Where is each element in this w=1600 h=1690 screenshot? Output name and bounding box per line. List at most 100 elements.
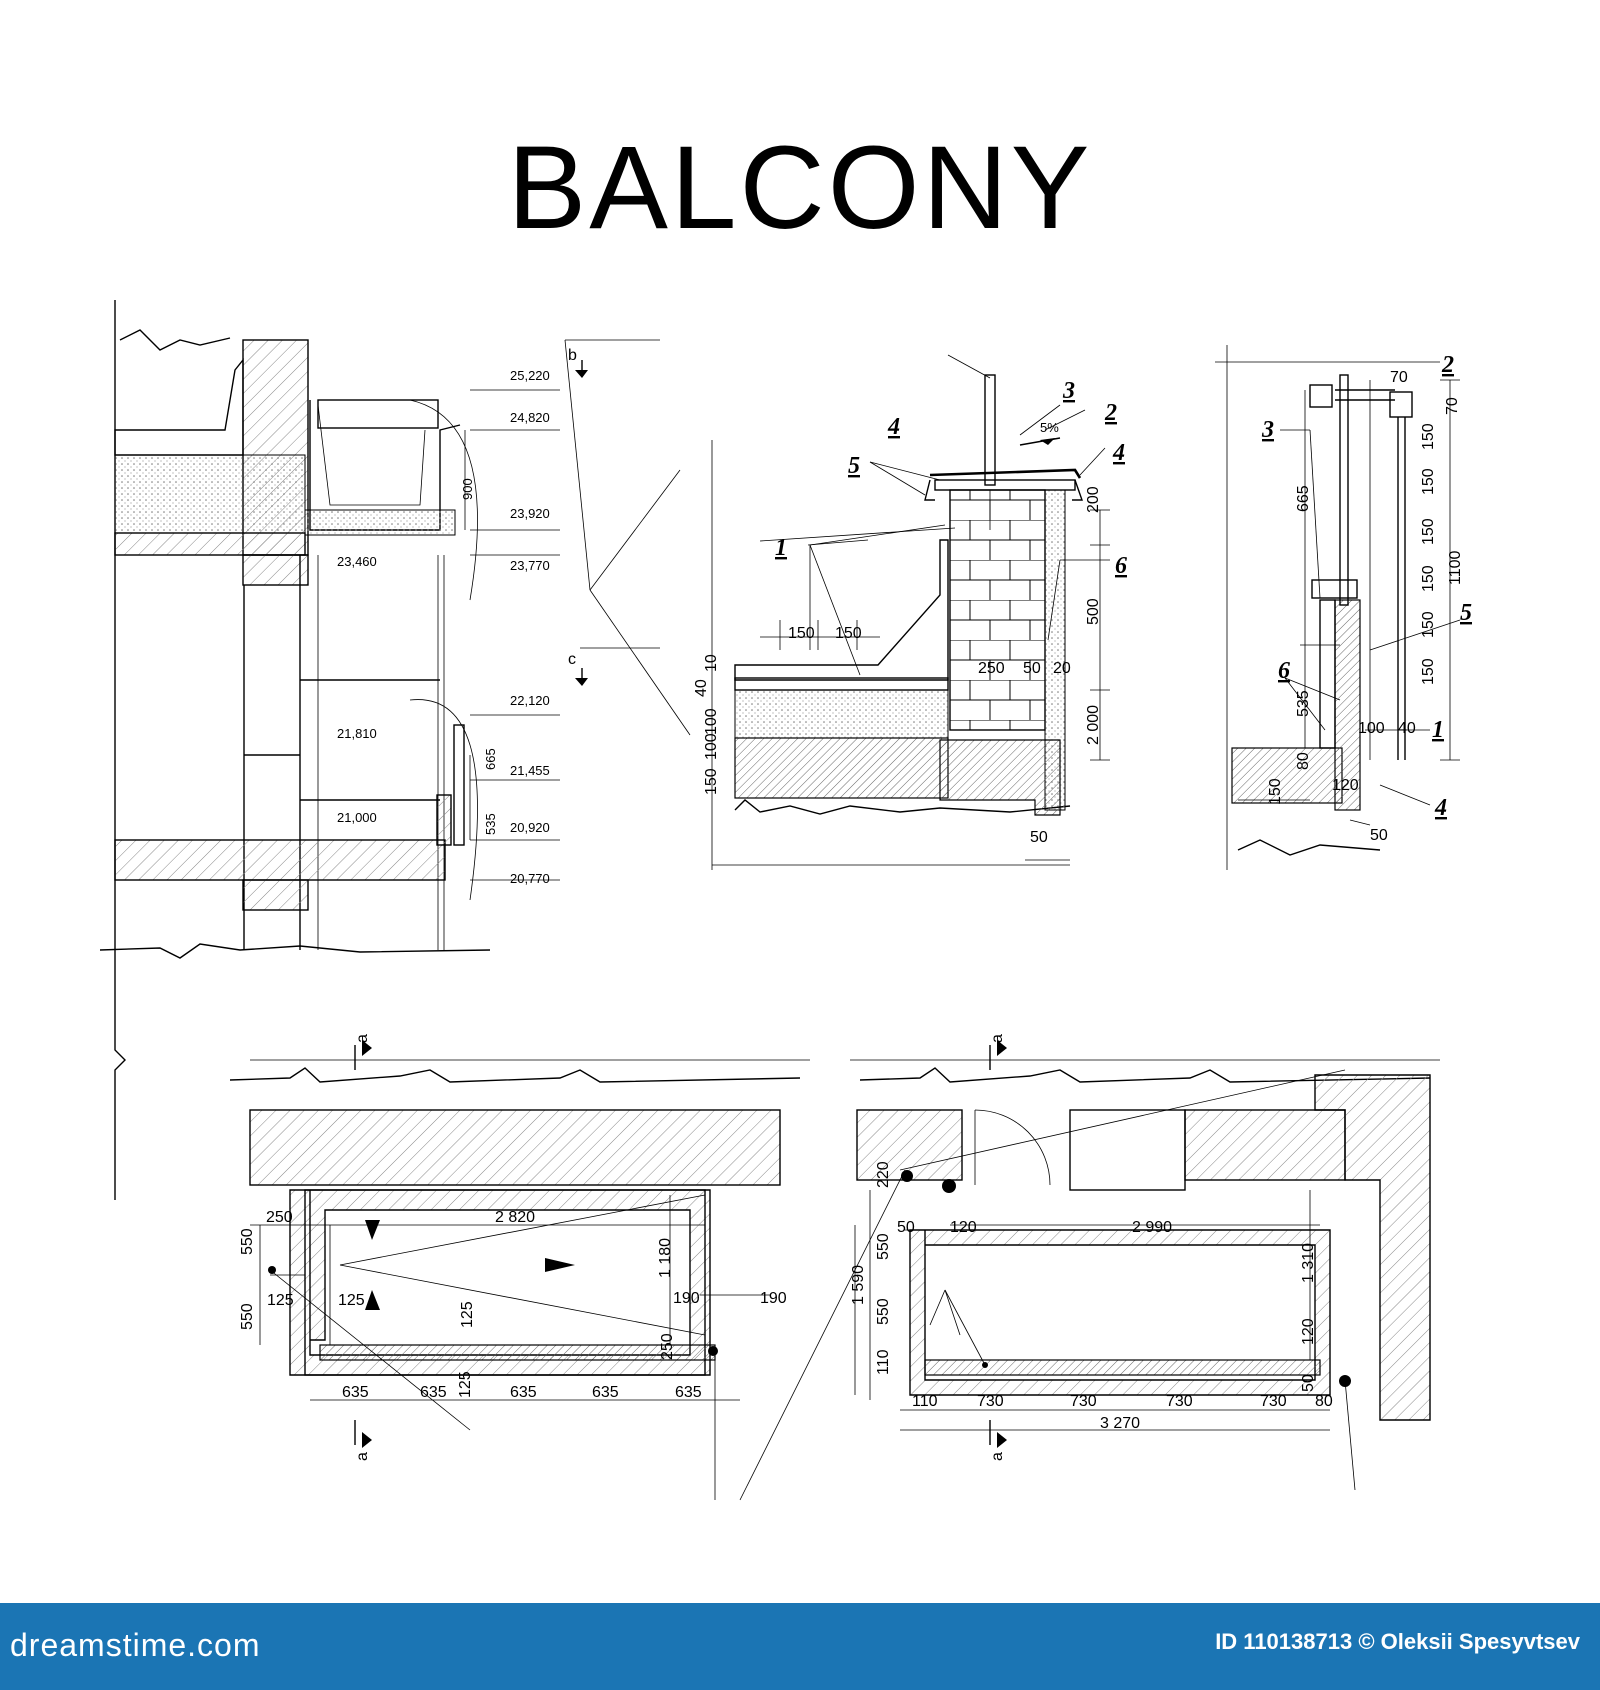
dimension-label: 535 bbox=[1295, 690, 1312, 717]
elevation-label: 25,220 bbox=[510, 368, 550, 383]
dimension-label: 150 bbox=[1267, 778, 1284, 805]
callout-5: 5 bbox=[1460, 600, 1472, 626]
dimension-label: 1 180 bbox=[657, 1238, 674, 1278]
dimension-label: 150 bbox=[703, 768, 720, 795]
dimension-label: 550 bbox=[875, 1233, 892, 1260]
dimension-label: 150 bbox=[1420, 468, 1437, 495]
elevation-label: 23,770 bbox=[510, 558, 550, 573]
dimension-label: 110 bbox=[912, 1393, 938, 1410]
dimension-label: 250 bbox=[978, 660, 1005, 677]
dimension-label: 70 bbox=[1390, 369, 1408, 386]
dimension-label: 635 bbox=[510, 1384, 537, 1401]
dreamstime-logo[interactable]: dreamstime.com bbox=[10, 1627, 261, 1663]
dimension-label: 20 bbox=[1053, 660, 1071, 677]
callout-5: 5 bbox=[848, 453, 860, 479]
dimension-label: 220 bbox=[875, 1161, 892, 1188]
dimension-label: 125 bbox=[267, 1292, 294, 1309]
dimension-label: 125 bbox=[459, 1301, 476, 1328]
dimension-label: 190 bbox=[673, 1290, 700, 1307]
drawing-title: BALCONY bbox=[507, 122, 1093, 254]
plan-view-right: a a 220 50 120 2 990 1 310 550 550 1 590… bbox=[739, 1034, 1440, 1501]
section-mark-c: c bbox=[568, 651, 576, 668]
section-mark-a: a bbox=[989, 1034, 1006, 1043]
dimension-label: 550 bbox=[875, 1298, 892, 1325]
dimension-label: 2 820 bbox=[495, 1209, 535, 1226]
dimension-label: 80 bbox=[1295, 752, 1312, 770]
dimension-label: 100 bbox=[1358, 720, 1385, 737]
section-mark-a: a bbox=[354, 1034, 371, 1043]
dimension-label: 635 bbox=[342, 1384, 369, 1401]
dimension-label: 1 310 bbox=[1300, 1243, 1317, 1283]
dimension-label: 665 bbox=[1295, 485, 1312, 512]
section-view: b c 25,220 24,820 23,920 23,770 23,460 2… bbox=[99, 300, 691, 1200]
dimension-label: 120 bbox=[1332, 777, 1359, 794]
callout-6: 6 bbox=[1278, 658, 1290, 684]
dimension-label: 50 bbox=[897, 1219, 915, 1236]
dimension-label: 80 bbox=[1315, 1393, 1333, 1410]
elevation-label: 21,455 bbox=[510, 763, 550, 778]
dimension-label: 100 bbox=[703, 733, 720, 760]
callout-2: 2 bbox=[1441, 352, 1454, 378]
dimension-label: 125 bbox=[457, 1371, 474, 1398]
dimension-label: 150 bbox=[1420, 565, 1437, 592]
dimension-label: 730 bbox=[1260, 1393, 1287, 1410]
elevation-label: 21,000 bbox=[337, 810, 377, 825]
dimension-label: 110 bbox=[875, 1349, 892, 1375]
dimension-label: 125 bbox=[338, 1292, 365, 1309]
callout-4: 4 bbox=[1112, 440, 1125, 466]
dimension-label: 150 bbox=[835, 625, 862, 642]
dimension-label: 100 bbox=[703, 708, 720, 735]
callout-1: 1 bbox=[1432, 717, 1444, 743]
dimension-label: 1 590 bbox=[850, 1265, 867, 1305]
dimension-label: 500 bbox=[1085, 598, 1102, 625]
dimension-label: 550 bbox=[239, 1303, 256, 1330]
dimension-label: 120 bbox=[1300, 1318, 1317, 1345]
dimension-label: 535 bbox=[483, 813, 498, 835]
dimension-label: 70 bbox=[1444, 397, 1461, 415]
callout-2: 2 bbox=[1104, 400, 1117, 426]
dimension-label: 2 000 bbox=[1085, 705, 1102, 745]
callout-1: 1 bbox=[775, 535, 787, 561]
elevation-label: 23,920 bbox=[510, 506, 550, 521]
image-credit: ID 110138713 © Oleksii Spesyvtsev bbox=[1215, 1629, 1580, 1654]
railing-detail: 1 2 3 4 5 6 70 70 150 150 150 150 150 15… bbox=[1215, 345, 1472, 870]
dimension-label: 120 bbox=[950, 1219, 977, 1236]
dimension-label: 1100 bbox=[1447, 550, 1464, 585]
dimension-label: 40 bbox=[693, 679, 710, 697]
elevation-label: 20,920 bbox=[510, 820, 550, 835]
dimension-label: 635 bbox=[420, 1384, 447, 1401]
dimension-label: 50 bbox=[1370, 827, 1388, 844]
callout-4: 4 bbox=[887, 414, 900, 440]
slope-label: 5% bbox=[1040, 420, 1059, 435]
section-mark-a: a bbox=[989, 1452, 1006, 1461]
dimension-label: 190 bbox=[760, 1290, 787, 1307]
dimension-label: 730 bbox=[1070, 1393, 1097, 1410]
dimension-label: 550 bbox=[239, 1228, 256, 1255]
dimension-label: 250 bbox=[266, 1209, 293, 1226]
dimension-label: 150 bbox=[788, 625, 815, 642]
plan-view-left: a a 250 550 550 125 125 2 820 1 180 190 … bbox=[229, 1034, 810, 1500]
callout-6: 6 bbox=[1115, 553, 1127, 579]
section-mark-b: b bbox=[568, 347, 577, 364]
dimension-label: 635 bbox=[592, 1384, 619, 1401]
elevation-label: 24,820 bbox=[510, 410, 550, 425]
dimension-label: 730 bbox=[977, 1393, 1004, 1410]
elevation-label: 22,120 bbox=[510, 693, 550, 708]
balcony-drawing: b c 25,220 24,820 23,920 23,770 23,460 2… bbox=[99, 300, 1472, 1501]
dimension-label: 150 bbox=[1420, 423, 1437, 450]
dimension-label: 150 bbox=[1420, 611, 1437, 638]
dimension-label: 50 bbox=[1023, 660, 1041, 677]
elevation-label: 21,810 bbox=[337, 726, 377, 741]
section-mark-a: a bbox=[354, 1452, 371, 1461]
dimension-label: 2 990 bbox=[1132, 1219, 1172, 1236]
dimension-label: 150 bbox=[1420, 658, 1437, 685]
dimension-label: 40 bbox=[1398, 720, 1416, 737]
dimension-label: 50 bbox=[1300, 1374, 1317, 1392]
elevation-label: 23,460 bbox=[337, 554, 377, 569]
callout-4: 4 bbox=[1434, 795, 1447, 821]
dimension-label: 900 bbox=[460, 478, 475, 500]
dimension-label: 635 bbox=[675, 1384, 702, 1401]
elevation-label: 20,770 bbox=[510, 871, 550, 886]
dimension-label: 50 bbox=[1030, 829, 1048, 846]
dimension-label: 3 270 bbox=[1100, 1415, 1140, 1432]
